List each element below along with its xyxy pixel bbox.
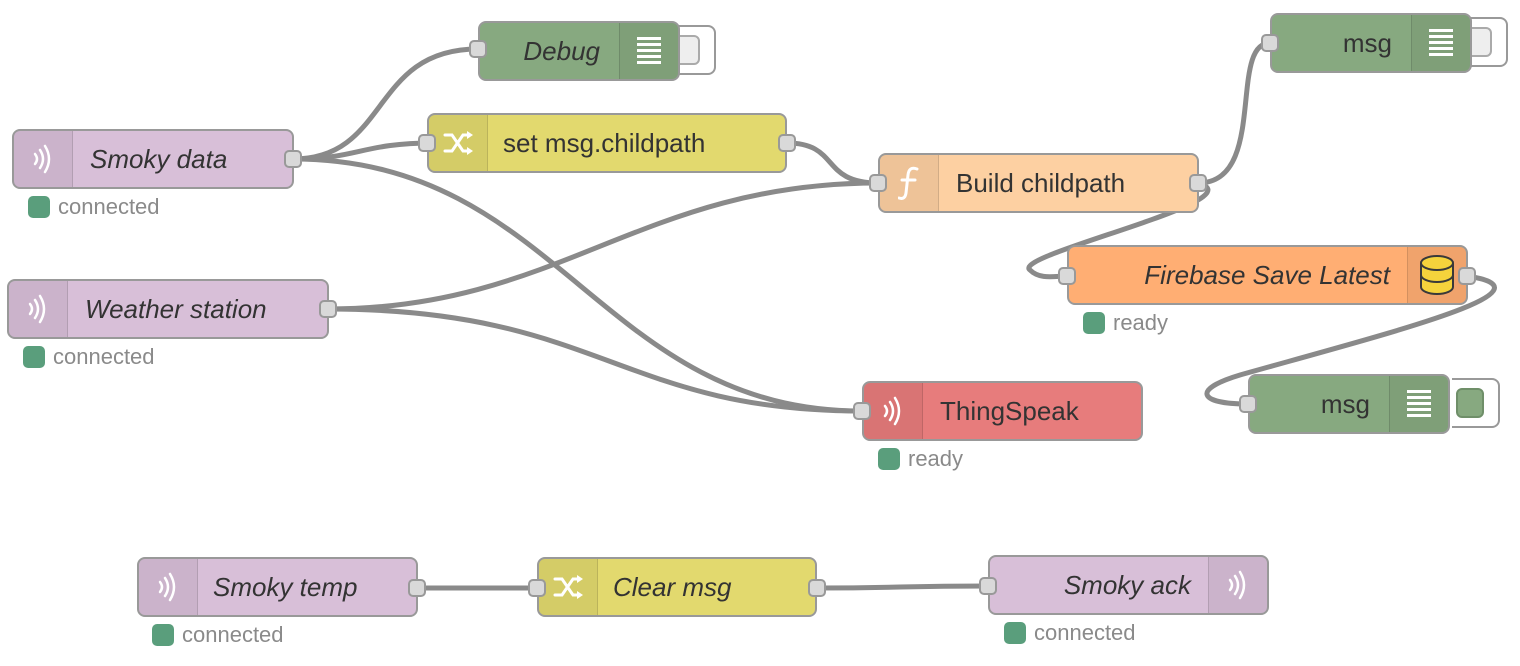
thingspeak-input-port[interactable]	[853, 402, 871, 420]
shuffle-icon	[539, 559, 598, 615]
node-label: Smoky temp	[213, 571, 358, 602]
thingspeak-node[interactable]: ThingSpeak	[862, 381, 1143, 441]
node-label: Smoky data	[90, 143, 228, 174]
wire-smoky-data-to-set-childpath[interactable]	[290, 140, 437, 162]
status-dot	[28, 196, 50, 218]
smoky-temp-node[interactable]: Smoky temp	[137, 557, 418, 617]
build-childpath-output-port[interactable]	[1189, 174, 1207, 192]
database-icon	[1407, 247, 1466, 303]
build-childpath-node[interactable]: Build childpath	[878, 153, 1199, 213]
status-dot	[1083, 312, 1105, 334]
mqtt-wave-icon	[9, 281, 68, 337]
wire-smoky-data-to-thingspeak[interactable]	[290, 156, 865, 414]
status-badge: ready	[878, 446, 963, 472]
wire-weather-to-thingspeak[interactable]	[325, 306, 865, 414]
weather-station-output-port[interactable]	[319, 300, 337, 318]
wire-build-childpath-to-firebase[interactable]	[1026, 180, 1211, 280]
weather-station-node[interactable]: Weather station	[7, 279, 329, 339]
mqtt-wave-icon	[14, 131, 73, 187]
clear-msg-output-port[interactable]	[808, 579, 826, 597]
smoky-ack-input-port[interactable]	[979, 577, 997, 595]
status-badge: connected	[23, 344, 155, 370]
firebase-output-port[interactable]	[1458, 267, 1476, 285]
wire-build-childpath-to-msg-top[interactable]	[1195, 40, 1273, 186]
node-label: Clear msg	[613, 571, 732, 602]
function-icon	[880, 155, 939, 211]
wire-set-childpath-to-build-childpath[interactable]	[784, 140, 881, 186]
smoky-temp-output-port[interactable]	[408, 579, 426, 597]
status-dot	[878, 448, 900, 470]
wire-weather-to-build-childpath[interactable]	[325, 180, 881, 312]
status-badge: connected	[28, 194, 160, 220]
status-text: connected	[1034, 620, 1136, 645]
debug-list-icon	[619, 23, 678, 79]
msg-top-node[interactable]: msg	[1270, 13, 1472, 73]
firebase-input-port[interactable]	[1058, 267, 1076, 285]
status-dot	[152, 624, 174, 646]
node-label: Weather station	[85, 293, 267, 324]
debug-node[interactable]: Debug	[478, 21, 680, 81]
node-label: ThingSpeak	[940, 395, 1079, 426]
status-badge: connected	[1004, 620, 1136, 646]
shuffle-icon	[429, 115, 488, 171]
node-label: Firebase Save Latest	[1144, 259, 1390, 290]
status-text: connected	[182, 622, 284, 647]
set-childpath-input-port[interactable]	[418, 134, 436, 152]
debug-input-port[interactable]	[469, 40, 487, 58]
status-text: connected	[58, 194, 160, 219]
node-label: Build childpath	[956, 167, 1126, 198]
wire-smoky-data-to-debug[interactable]	[290, 46, 481, 162]
msg-bottom-toggle-button[interactable]	[1452, 378, 1500, 428]
mqtt-wave-icon	[864, 383, 923, 439]
build-childpath-input-port[interactable]	[869, 174, 887, 192]
debug-list-icon	[1389, 376, 1448, 432]
smoky-data-output-port[interactable]	[284, 150, 302, 168]
set-childpath-node[interactable]: set msg.childpath	[427, 113, 787, 173]
firebase-node[interactable]: Firebase Save Latest	[1067, 245, 1468, 305]
smoky-data-node[interactable]: Smoky data	[12, 129, 294, 189]
node-label: Debug	[523, 35, 600, 66]
status-text: connected	[53, 344, 155, 369]
node-label: msg	[1320, 388, 1370, 419]
status-dot	[1004, 622, 1026, 644]
msg-bottom-node[interactable]: msg	[1248, 374, 1450, 434]
msg-top-input-port[interactable]	[1261, 34, 1279, 52]
clear-msg-node[interactable]: Clear msg	[537, 557, 817, 617]
mqtt-wave-icon	[1208, 557, 1267, 613]
wire-firebase-to-msg-bottom[interactable]	[1204, 273, 1497, 407]
status-dot	[23, 346, 45, 368]
status-badge: connected	[152, 622, 284, 648]
status-text: ready	[1113, 310, 1169, 335]
mqtt-wave-icon	[139, 559, 198, 615]
node-label: msg	[1342, 27, 1392, 58]
debug-list-icon	[1411, 15, 1470, 71]
status-text: ready	[908, 446, 964, 471]
wire-clear-msg-to-smoky-ack[interactable]	[814, 583, 992, 591]
clear-msg-input-port[interactable]	[528, 579, 546, 597]
node-label: set msg.childpath	[503, 127, 706, 158]
status-badge: ready	[1083, 310, 1168, 336]
smoky-ack-node[interactable]: Smoky ack	[988, 555, 1269, 615]
set-childpath-output-port[interactable]	[778, 134, 796, 152]
msg-bottom-input-port[interactable]	[1239, 395, 1257, 413]
node-label: Smoky ack	[1063, 569, 1191, 600]
